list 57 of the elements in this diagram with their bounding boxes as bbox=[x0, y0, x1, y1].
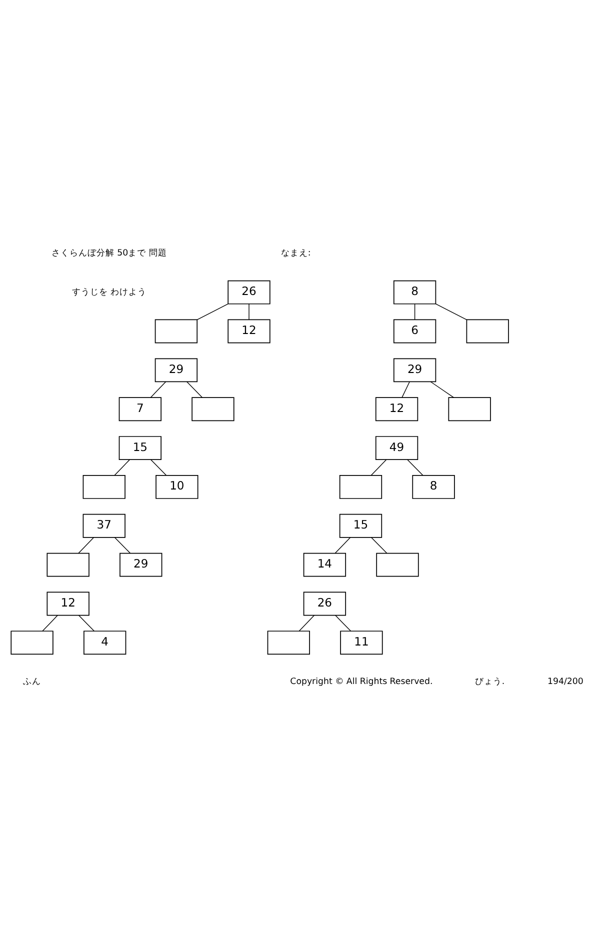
node-box: 7 bbox=[118, 397, 162, 422]
connector bbox=[334, 537, 351, 554]
node-box: 6 bbox=[393, 319, 436, 344]
node-box: 15 bbox=[339, 514, 382, 538]
node-box: 29 bbox=[393, 358, 436, 382]
label: 194/200 bbox=[548, 676, 584, 687]
node-box bbox=[154, 319, 198, 344]
connector bbox=[414, 304, 416, 320]
label: すうじを わけよう bbox=[72, 288, 147, 298]
node-box: 26 bbox=[228, 280, 270, 304]
node-box bbox=[192, 397, 234, 422]
connector bbox=[114, 537, 130, 554]
node-box bbox=[448, 397, 491, 422]
node-box: 15 bbox=[118, 436, 162, 460]
node-box bbox=[466, 319, 509, 344]
node-box: 8 bbox=[393, 280, 436, 304]
connector bbox=[248, 304, 250, 320]
node-box: 29 bbox=[120, 552, 162, 577]
connector bbox=[150, 381, 166, 398]
node-box: 37 bbox=[82, 514, 126, 538]
node-box: 29 bbox=[154, 358, 198, 382]
label: さくらんぼ分解 50まで 問題 bbox=[51, 248, 167, 259]
node-box: 26 bbox=[303, 592, 346, 616]
node-box bbox=[339, 475, 382, 499]
connector bbox=[78, 537, 94, 554]
connector bbox=[430, 381, 454, 398]
connector bbox=[150, 459, 167, 476]
connector bbox=[186, 381, 203, 398]
node-box bbox=[376, 552, 419, 577]
node-box bbox=[46, 552, 90, 577]
connector bbox=[298, 614, 315, 632]
node-box: 10 bbox=[156, 475, 198, 499]
label: びょう. bbox=[474, 676, 505, 687]
connector bbox=[78, 614, 94, 632]
node-box: 12 bbox=[46, 592, 90, 616]
connector bbox=[435, 304, 467, 320]
connector bbox=[334, 614, 352, 632]
node-box: 14 bbox=[303, 552, 346, 577]
node-box: 4 bbox=[84, 630, 126, 655]
connector bbox=[407, 459, 424, 476]
connector bbox=[42, 614, 58, 632]
node-box bbox=[82, 475, 126, 499]
node-box: 12 bbox=[375, 397, 418, 422]
connector bbox=[114, 459, 130, 476]
node-box: 49 bbox=[375, 436, 418, 460]
connector bbox=[402, 381, 410, 398]
node-box bbox=[10, 630, 54, 655]
node-box: 11 bbox=[340, 630, 383, 655]
label: ふん bbox=[23, 676, 42, 687]
connector bbox=[196, 304, 228, 320]
connector bbox=[370, 459, 387, 476]
connector bbox=[371, 537, 388, 554]
label: なまえ: bbox=[280, 248, 311, 259]
node-box: 12 bbox=[228, 319, 270, 344]
label: Copyright © All Rights Reserved. bbox=[290, 676, 433, 687]
node-box: 8 bbox=[412, 475, 455, 499]
node-box bbox=[267, 630, 310, 655]
